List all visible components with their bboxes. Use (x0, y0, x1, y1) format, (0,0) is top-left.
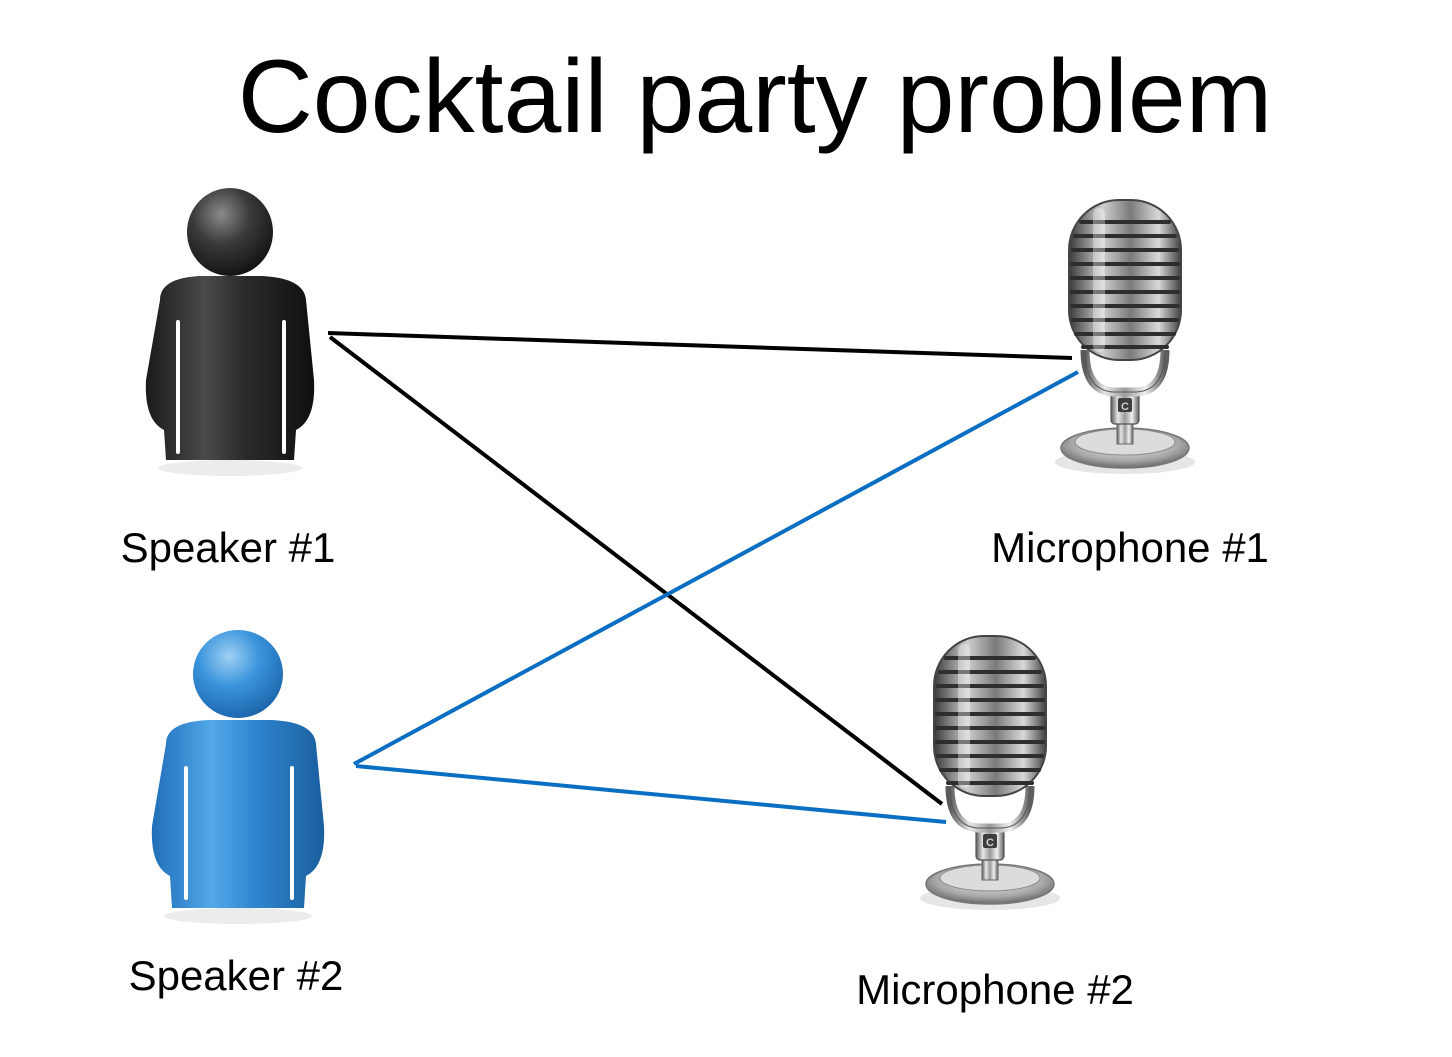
person-icon (151, 630, 325, 924)
microphone-1: Microphone #1 (991, 200, 1269, 571)
microphone-2-label: Microphone #2 (856, 966, 1134, 1013)
person-icon (145, 188, 315, 476)
connection-speaker1-mic2 (328, 335, 944, 806)
connection-speaker1-mic1 (327, 331, 1073, 360)
speaker-1-label: Speaker #1 (121, 524, 336, 571)
microphone-icon (920, 636, 1060, 910)
speaker-1: Speaker #1 (121, 188, 336, 571)
speaker-2: Speaker #2 (129, 630, 344, 999)
connection-speaker2-mic1 (353, 370, 1079, 766)
microphone-1-label: Microphone #1 (991, 524, 1269, 571)
microphone-icon (1055, 200, 1195, 474)
connection-speaker2-mic2 (355, 764, 947, 824)
connections (327, 331, 1079, 824)
microphone-2: Microphone #2 (856, 636, 1134, 1013)
speaker-2-label: Speaker #2 (129, 952, 344, 999)
page-title: Cocktail party problem (238, 39, 1273, 155)
